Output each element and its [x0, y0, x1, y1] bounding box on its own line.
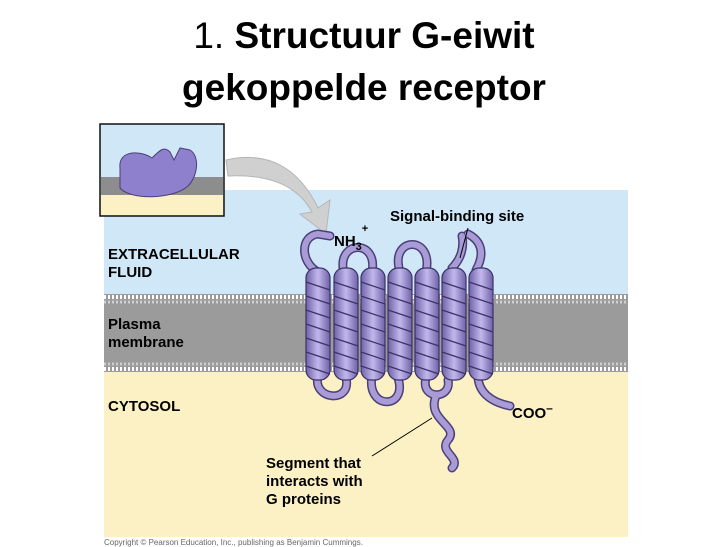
- signal-site-leader: [459, 227, 469, 259]
- coo-text: COO: [512, 405, 547, 422]
- extracellular-label-line1: EXTRACELLULAR: [108, 246, 240, 263]
- segment-label-line3: G proteins: [266, 491, 342, 508]
- segment-leader: [371, 417, 433, 457]
- coo-terminus-label: COO–: [512, 400, 553, 422]
- copyright-notice: Copyright © Pearson Education, Inc., pub…: [104, 538, 363, 547]
- segment-label-line1: Segment that: [266, 455, 362, 472]
- nh3-subscript: 3: [355, 241, 362, 253]
- gpcr-protein: [300, 229, 515, 473]
- cytosol-region: [104, 372, 628, 537]
- helix-1: [305, 267, 331, 381]
- helix-6: [441, 267, 467, 381]
- helix-4: [387, 267, 413, 381]
- cytosol-label: CYTOSOL: [108, 398, 181, 415]
- nh3-terminus-label: NH3 +: [334, 223, 368, 256]
- nh3-text: NH: [334, 233, 356, 250]
- helix-3: [360, 267, 386, 381]
- helix-2: [333, 267, 359, 381]
- signal-binding-site-label: Signal-binding site: [390, 208, 525, 225]
- inset-thumbnail: [99, 123, 225, 217]
- nh3-superscript: +: [361, 223, 369, 235]
- helix-7: [468, 267, 494, 381]
- slide-title-line2: gekoppelde receptor: [182, 67, 546, 108]
- slide-title-text: Structuur G-eiwit: [234, 15, 535, 56]
- extracellular-label-line2: FLUID: [108, 264, 153, 281]
- helix-5: [414, 267, 440, 381]
- plasma-membrane-label-line1: Plasma: [108, 316, 161, 333]
- segment-label-line2: interacts with: [266, 473, 363, 490]
- slide-title-line1: 1. Structuur G-eiwit: [0, 14, 728, 58]
- slide-title-number: 1.: [193, 15, 225, 56]
- coo-superscript: –: [546, 401, 553, 415]
- plasma-membrane-label-line2: membrane: [108, 334, 184, 351]
